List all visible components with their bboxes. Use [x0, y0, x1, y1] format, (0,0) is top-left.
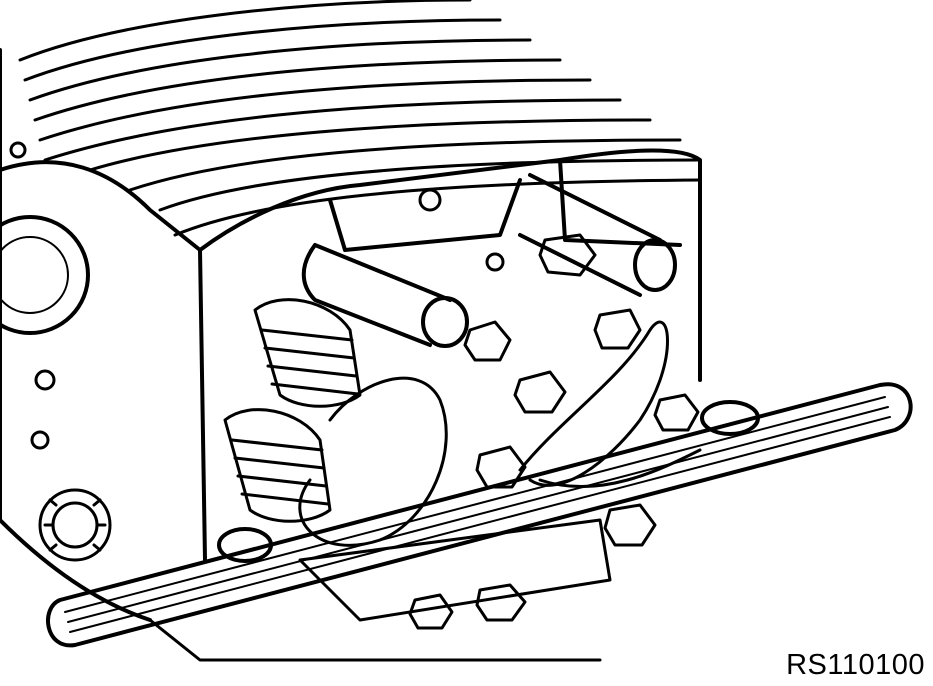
lower-housing — [148, 518, 612, 662]
feeler-gauge-bar — [46, 382, 913, 648]
gear-wheel — [38, 488, 112, 562]
rocker-shafts — [301, 173, 677, 348]
engine-block — [0, 48, 207, 622]
spark-plug-boots — [223, 298, 362, 523]
valve-cover-housing — [198, 148, 702, 382]
feeler-gauge-wires — [298, 320, 702, 547]
hex-nuts — [408, 233, 700, 630]
figure-reference-code: RS110100 — [786, 649, 925, 681]
cooling-fins — [18, 0, 702, 237]
